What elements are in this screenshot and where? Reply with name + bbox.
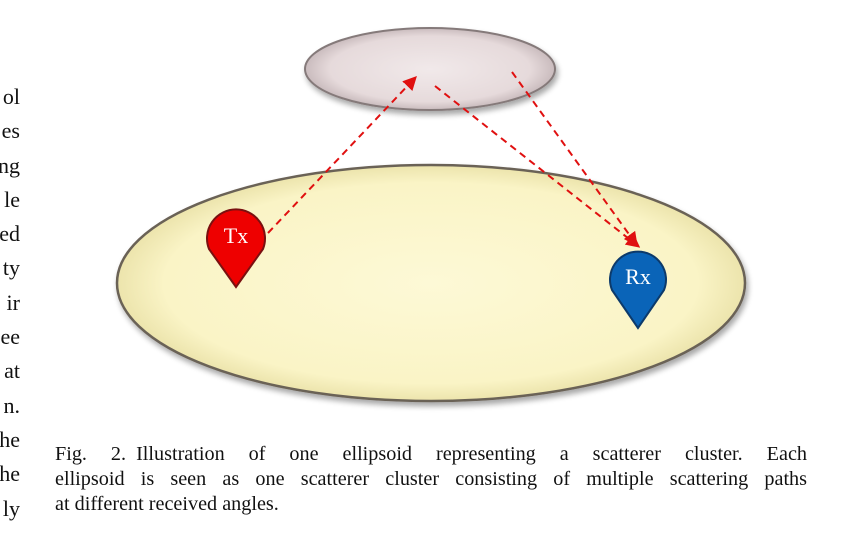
- left-column-line: ly: [2, 495, 20, 521]
- figure-label: Fig. 2.: [55, 443, 127, 465]
- left-column-line: n.: [3, 392, 21, 418]
- left-column-line: ed: [0, 221, 20, 247]
- left-column-line: ty: [2, 255, 20, 281]
- tx-pin-icon: [206, 208, 266, 289]
- rx-pin-icon: [609, 250, 667, 330]
- caption-line-1: Fig. 2. Illustration of one ellipsoid rep…: [55, 442, 807, 467]
- caption-line-2: ellipsoid is seen as one scatterer clust…: [55, 468, 807, 490]
- upper-ellipsoid: [304, 27, 556, 111]
- rx-marker: Rx: [609, 250, 667, 330]
- scatterer-cluster-figure: Tx Rx: [115, 27, 747, 403]
- left-column-line: es: [1, 118, 20, 144]
- caption-text-1: Illustration of one ellipsoid representi…: [136, 443, 807, 465]
- left-column-line: he: [0, 426, 20, 452]
- tx-marker: Tx: [206, 208, 266, 289]
- figure-caption: Fig. 2. Illustration of one ellipsoid rep…: [55, 442, 807, 517]
- left-column-line: he: [0, 461, 20, 487]
- left-column-line: le: [4, 186, 20, 212]
- caption-line-3: at different received angles.: [55, 493, 279, 515]
- rx-label: Rx: [625, 264, 651, 289]
- left-column-line: ng: [0, 152, 20, 178]
- left-column-text: ol es ng le ed ty ir ee at n. he he ly: [0, 80, 20, 526]
- left-column-line: at: [4, 358, 20, 384]
- lower-ellipsoid: [115, 163, 747, 403]
- left-column-line: ol: [2, 84, 20, 109]
- tx-label: Tx: [224, 223, 248, 248]
- left-column-line: ir: [6, 289, 20, 315]
- left-column-line: ee: [0, 324, 20, 350]
